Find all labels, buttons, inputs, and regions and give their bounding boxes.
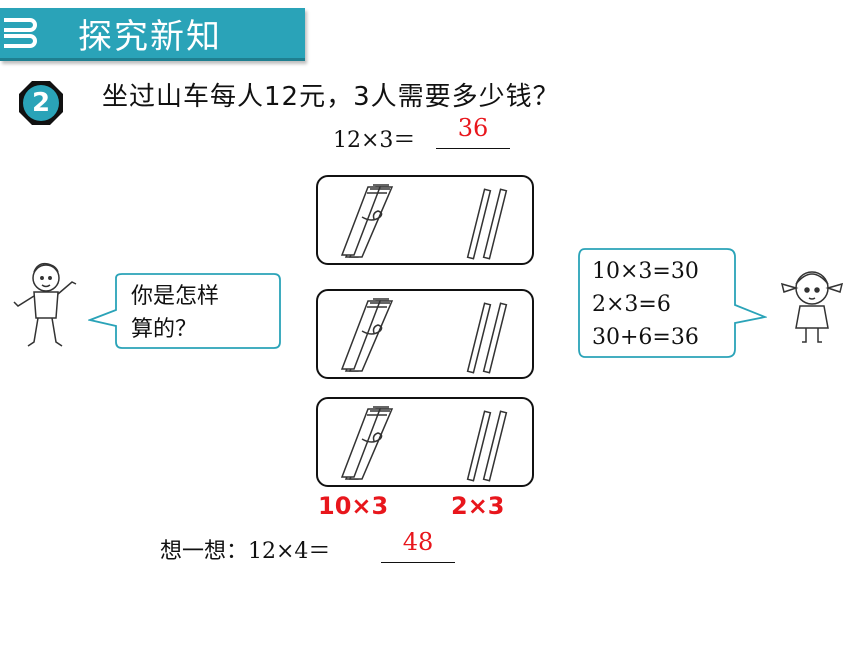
sticks-illustration [340, 184, 508, 260]
think-answer-blank [381, 532, 455, 563]
girl-character-icon [780, 271, 844, 343]
think-prompt: 想一想：12×4＝ [160, 539, 331, 564]
boy-speech-line: 算的？ [131, 317, 198, 342]
girl-speech-line: 30+6=36 [592, 325, 699, 350]
sticks-illustration [340, 406, 508, 482]
stick-bundle-box [316, 175, 534, 265]
girl-speech-line: 10×3=30 [592, 259, 699, 284]
boy-speech-text: 你是怎样 算的？ [131, 280, 219, 346]
binder-rings-icon [4, 18, 37, 48]
answer-value: 36 [457, 114, 489, 142]
tens-calc-label: 10×3 [318, 492, 389, 520]
speech-bubble-right [578, 248, 767, 358]
problem-number-badge [19, 81, 63, 125]
speech-bubble-left [88, 273, 281, 349]
stick-bundle-box [316, 289, 534, 379]
equation-text: 12×3＝ [333, 128, 416, 153]
section-title: 探究新知 [78, 17, 222, 57]
problem-question: 坐过山车每人12元，3人需要多少钱？ [102, 82, 560, 112]
ones-calc-label: 2×3 [451, 492, 505, 520]
problem-number: 2 [31, 88, 51, 118]
sticks-illustration [340, 298, 508, 374]
answer-blank [436, 118, 510, 149]
think-answer-value: 48 [402, 528, 434, 556]
boy-character-icon [13, 262, 77, 347]
stick-bundle-box [316, 397, 534, 487]
boy-speech-line: 你是怎样 [131, 284, 220, 309]
girl-speech-text: 10×3=30 2×3=6 30+6=36 [592, 255, 699, 354]
section-banner [0, 8, 305, 61]
girl-speech-line: 2×3=6 [592, 292, 671, 317]
